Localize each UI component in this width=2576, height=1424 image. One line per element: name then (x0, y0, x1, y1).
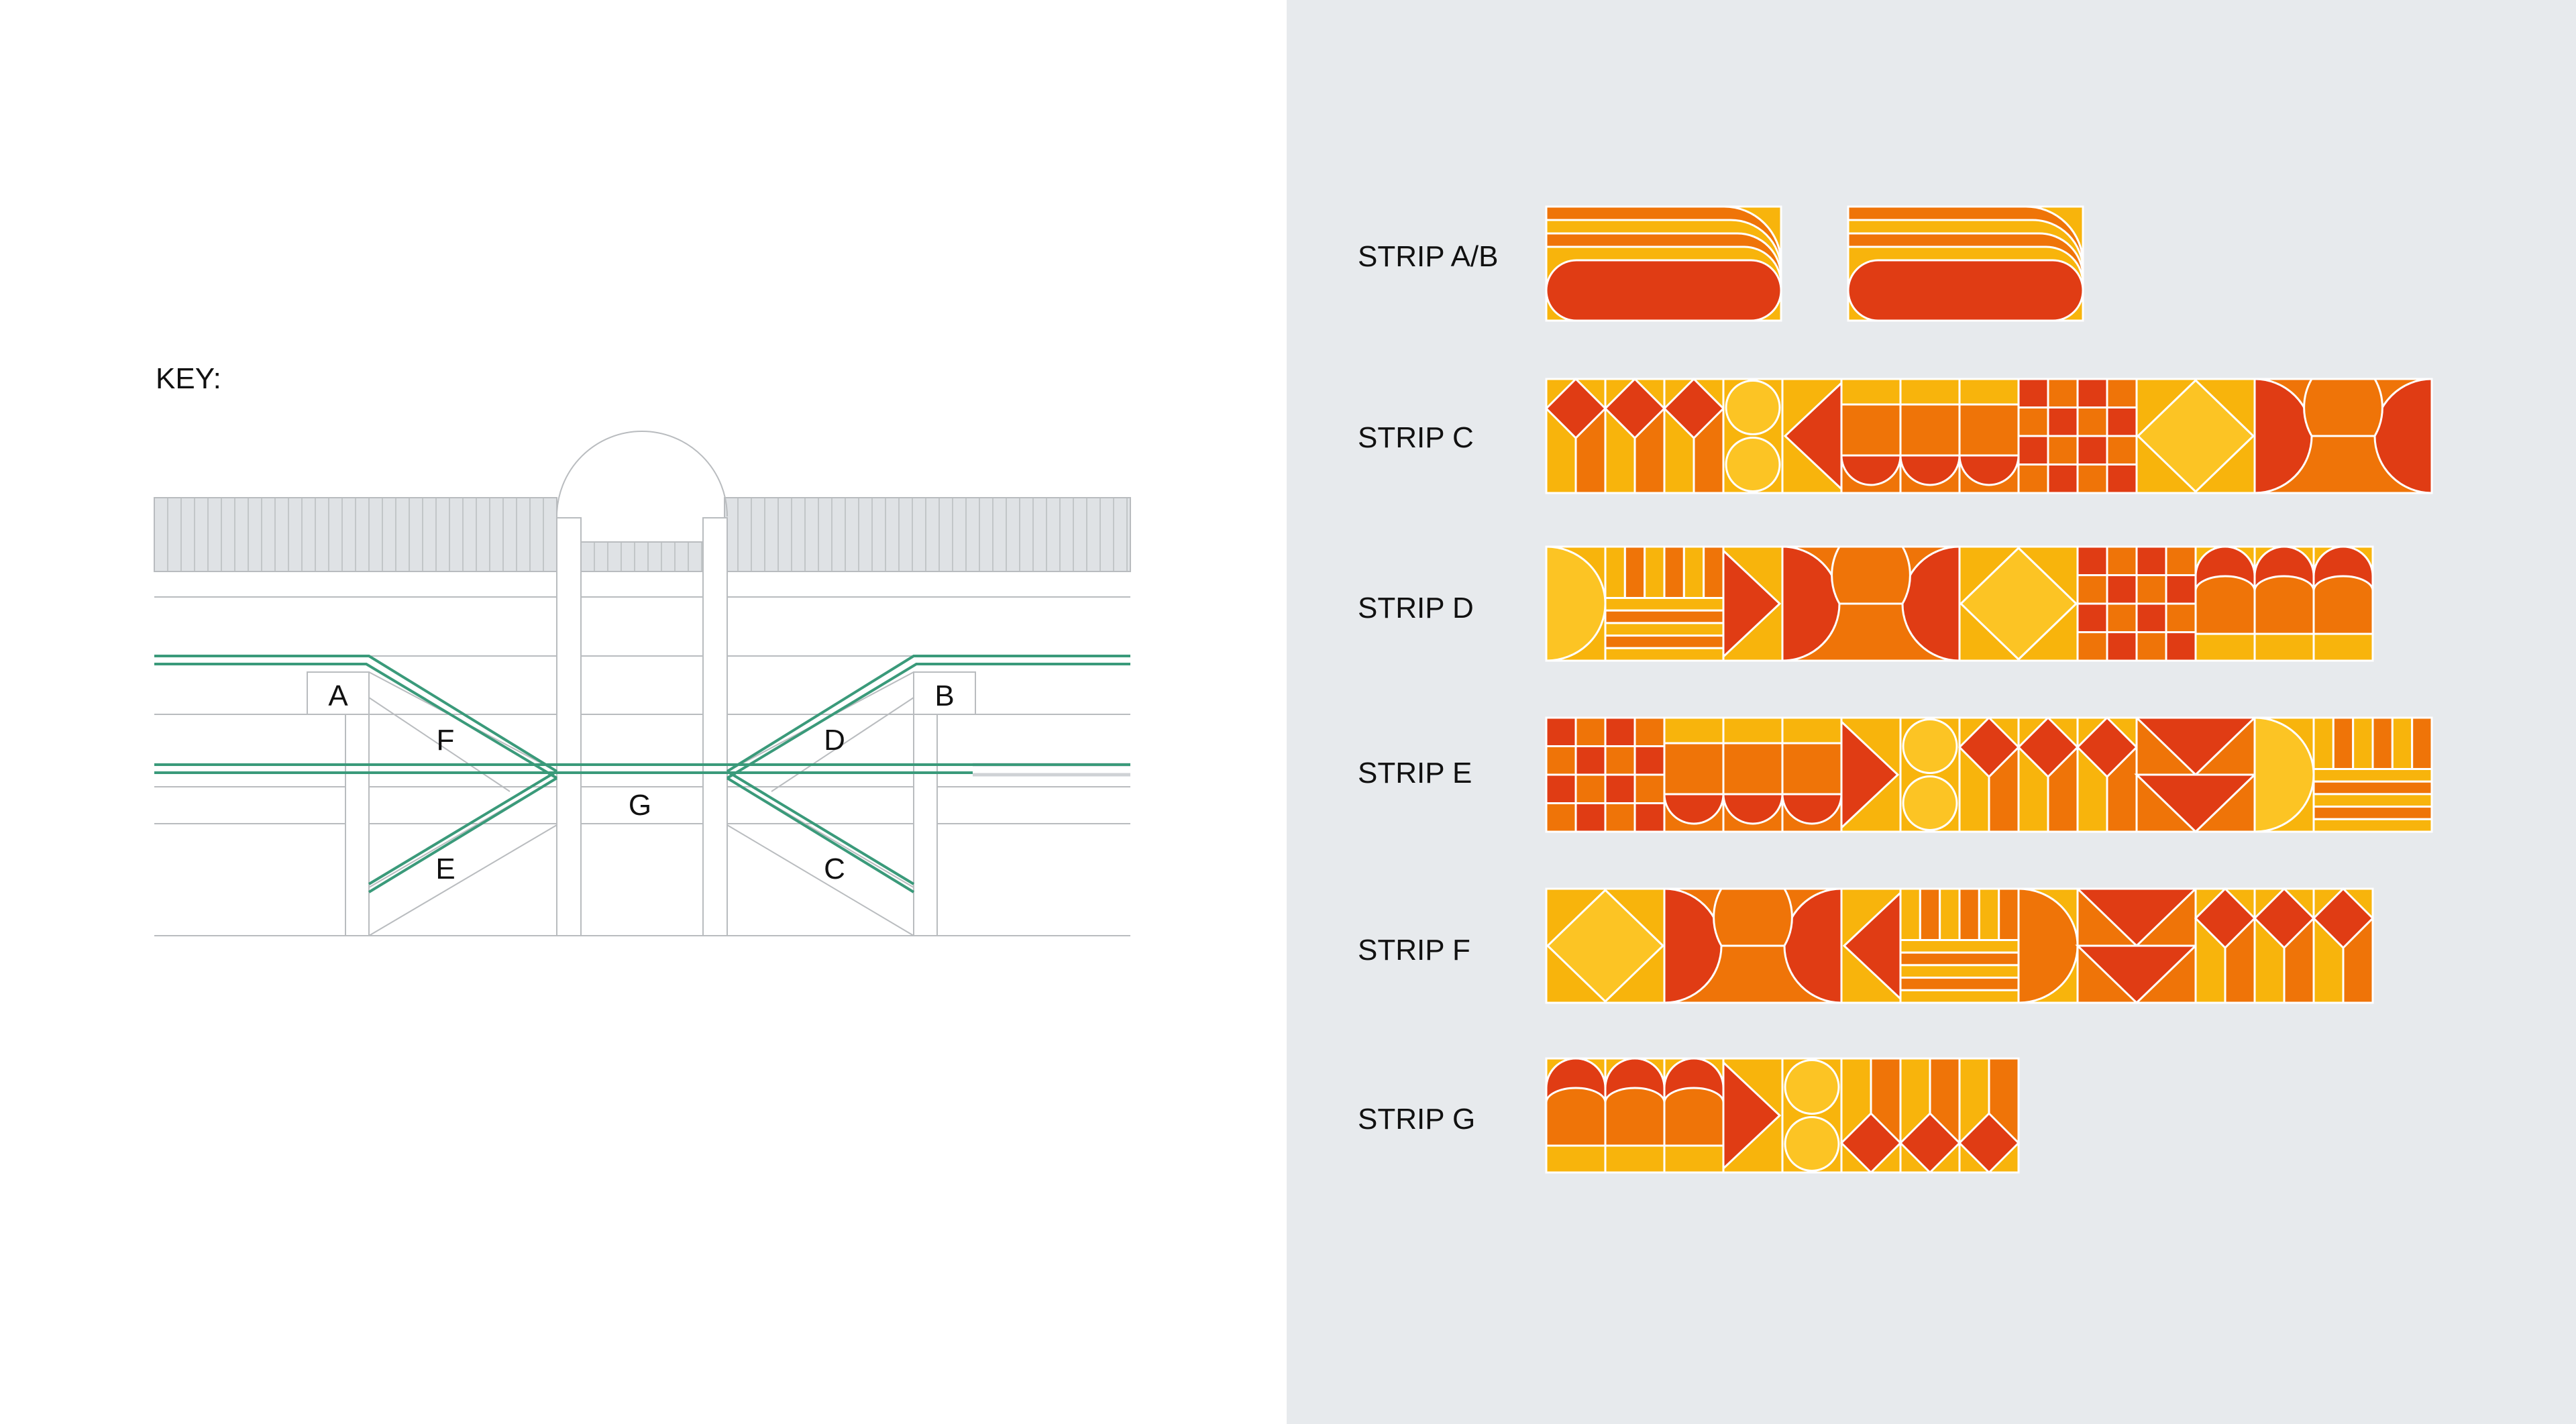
tile-grid (1545, 716, 1666, 833)
tile-left-triangle (1840, 887, 1902, 1004)
strip-label-ab: STRIP A/B (1358, 240, 1499, 273)
tile-half-circles (2253, 378, 2433, 494)
tile-triangles-down (2134, 716, 2257, 834)
strip-label-g: STRIP G (1358, 1103, 1476, 1136)
strip-label-f: STRIP F (1358, 934, 1470, 967)
tile-diamond-bottom (1839, 1057, 2021, 1174)
tile-half-circle-left (2253, 716, 2315, 833)
label-e: E (435, 853, 455, 885)
label-b: B (934, 679, 954, 712)
label-g: G (629, 789, 651, 822)
tile-scallop-columns (1663, 716, 1843, 833)
tile-diamond (1545, 887, 1666, 1004)
tile-diamond (1958, 545, 2079, 662)
tile-left-triangle (1781, 378, 1843, 494)
tile-arch-columns (1545, 1057, 1725, 1174)
tile-diamond (2135, 378, 2256, 494)
key-title: KEY: (156, 362, 221, 395)
strip-g (1545, 1057, 2021, 1174)
tile-grid (2017, 378, 2138, 494)
tile-right-triangle (1722, 1057, 1784, 1174)
label-c: C (824, 853, 845, 885)
tile-diamond-columns (2194, 887, 2375, 1004)
strip-label-c: STRIP C (1358, 421, 1474, 454)
strip-d (1545, 545, 2374, 662)
tile-right-triangle (1840, 716, 1902, 833)
route-lines (154, 655, 1130, 893)
tile-triangles-down (2075, 887, 2198, 1005)
tile-stripes (1899, 887, 2020, 1004)
tile-half-circle-right (2017, 887, 2079, 1004)
label-d: D (824, 724, 845, 757)
label-a: A (328, 679, 348, 712)
tile-grid (2076, 545, 2197, 662)
strip-label-d: STRIP D (1358, 592, 1474, 624)
tile-half-circle-left (1545, 545, 1607, 662)
tile-stripes (2312, 716, 2433, 833)
strip-c (1544, 377, 2433, 494)
label-f: F (437, 724, 455, 757)
strip-e (1545, 716, 2433, 834)
strip-ab (1545, 205, 2084, 322)
tile-diamond-columns (1544, 377, 1725, 494)
tile-circles (1899, 716, 1961, 833)
tile-half-circles (1663, 887, 1843, 1004)
strip-f (1545, 887, 2375, 1005)
dome-arch (556, 431, 728, 517)
tile-circles (1781, 1057, 1843, 1174)
tile-lines-pill (1847, 205, 2084, 322)
key-panel: KEY: (0, 0, 1287, 1424)
tile-half-circles (1781, 545, 1961, 662)
label-boxes (307, 671, 976, 715)
tile-lines-pill (1545, 205, 1782, 322)
tile-circles (1722, 378, 1784, 494)
station-key-diagram: A B F D G E C (154, 431, 1131, 936)
tile-right-triangle (1722, 545, 1784, 662)
tile-arch-columns (2194, 545, 2374, 662)
strip-label-e: STRIP E (1358, 757, 1472, 789)
columns (345, 517, 938, 936)
canopy (154, 497, 1131, 572)
tile-stripes (1604, 545, 1725, 662)
tile-diamond-columns (1957, 716, 2139, 833)
tile-scallop-columns (1840, 378, 2020, 494)
